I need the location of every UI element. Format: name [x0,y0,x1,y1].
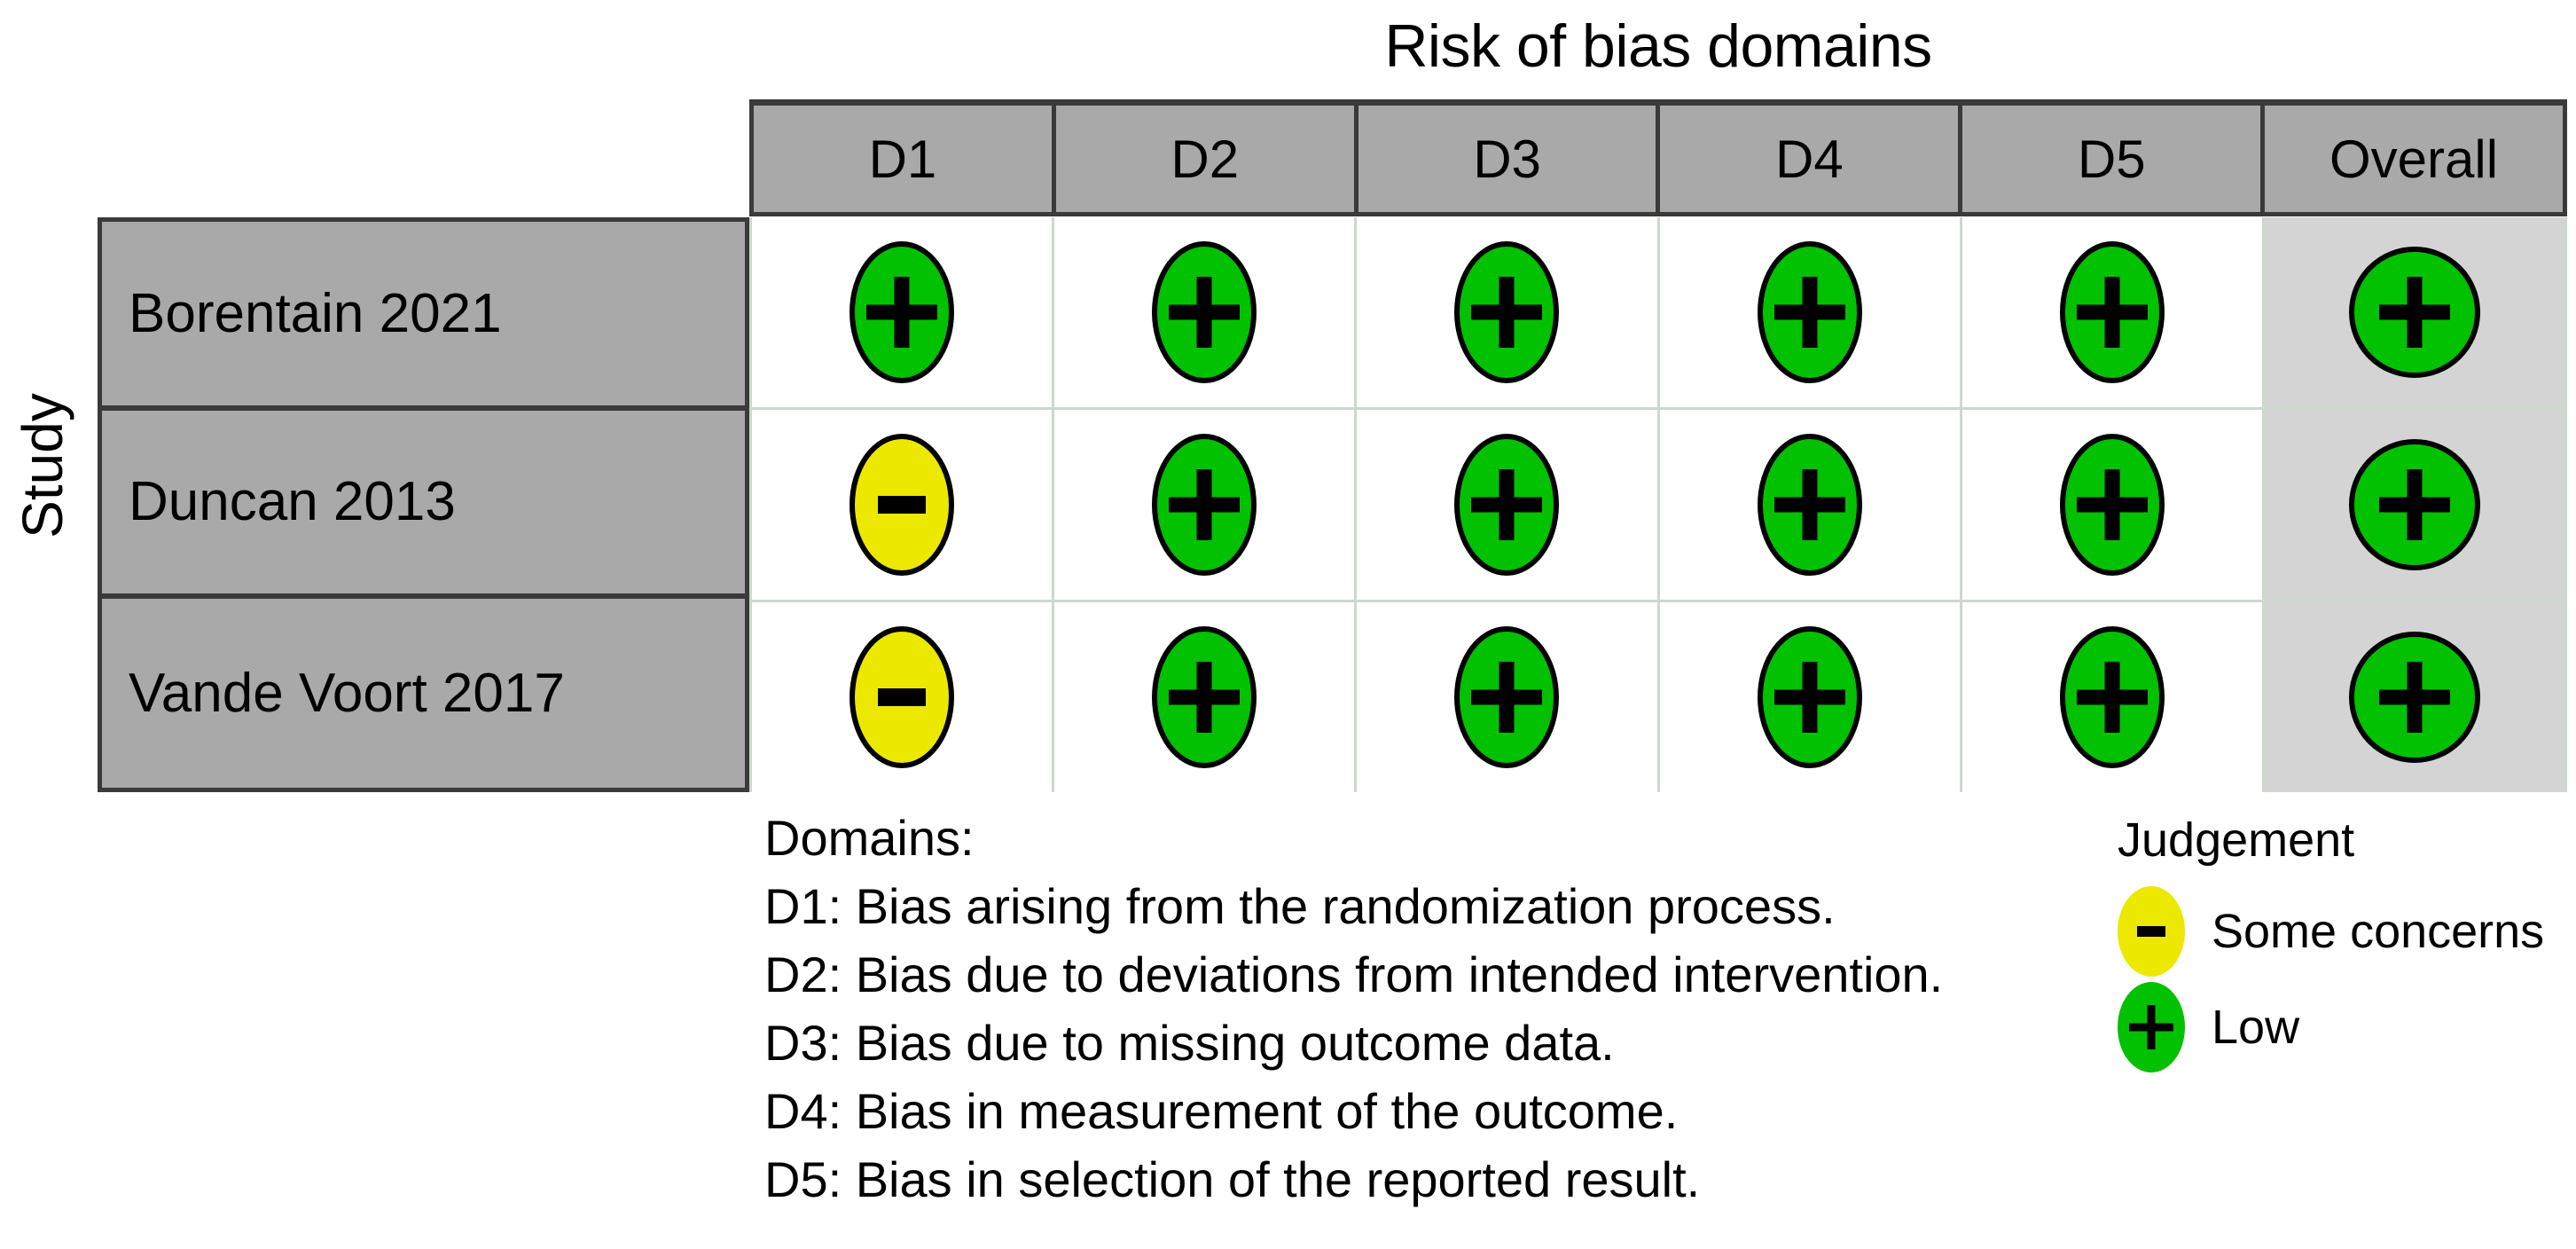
judgement-marker-low-icon [2348,439,2480,570]
study-label-column: Borentain 2021 Duncan 2013 Vande Voort 2… [98,217,749,792]
judgement-marker-low-icon [2059,241,2165,383]
judgement-marker-low-icon [2059,434,2165,576]
judgement-marker-low-icon [1454,626,1560,768]
y-axis-label: Study [11,393,74,538]
judgement-cell-borentain-2021-overall[interactable] [2264,217,2565,410]
domains-legend-item-d3: D3: Bias due to missing outcome data. [764,1015,1615,1071]
judgement-cell-vande-voort-2017-d5[interactable] [1962,602,2262,792]
judgement-legend-label-low: Low [2212,1001,2300,1054]
judgement-cell-vande-voort-2017-d1[interactable] [752,602,1052,792]
study-label-row-3: Vande Voort 2017 [102,599,745,788]
judgement-cell-duncan-2013-d4[interactable] [1659,410,1960,602]
judgement-cell-borentain-2021-d4[interactable] [1659,217,1960,410]
judgement-cell-vande-voort-2017-overall[interactable] [2265,602,2564,792]
judgement-cell-vande-voort-2017-d2[interactable] [1054,602,1354,792]
judgement-cell-borentain-2021-d2[interactable] [1054,217,1355,410]
judgement-cell-vande-voort-2017-d4[interactable] [1660,602,1960,792]
judgement-cell-borentain-2021-d5[interactable] [1961,217,2262,410]
judgement-legend: Judgement Some concerns Low [2118,809,2576,1075]
judgement-marker-low-icon [1152,241,1257,383]
study-label-row-1: Borentain 2021 [102,222,745,411]
judgement-legend-item-low: Low [2118,979,2576,1075]
judgement-marker-low-icon [850,241,955,383]
domains-legend-item-d1: D1: Bias arising from the randomization … [764,878,1836,934]
judgement-grid [749,217,2568,792]
judgement-legend-item-some-concerns: Some concerns [2118,884,2576,979]
judgement-column-d4 [1659,217,1962,792]
judgement-cell-borentain-2021-d1[interactable] [752,217,1053,410]
judgement-column-d2 [1054,217,1358,792]
domains-legend-item-d4: D4: Bias in measurement of the outcome. [764,1083,1679,1139]
judgement-marker-low-icon [1757,241,1862,383]
domains-legend-heading: Domains: [764,810,975,866]
judgement-cell-duncan-2013-d1[interactable] [752,410,1053,602]
judgement-column-d1 [749,217,1055,792]
judgement-marker-some-concerns-icon [850,626,955,768]
column-header-overall: Overall [2265,106,2567,216]
judgement-legend-label-some-concerns: Some concerns [2212,905,2545,958]
judgement-cell-duncan-2013-d5[interactable] [1961,410,2262,602]
judgement-column-overall [2264,217,2568,792]
judgement-marker-low-icon [1152,434,1257,576]
domains-legend-item-d2: D2: Bias due to deviations from intended… [764,947,1944,1002]
page-title: Risk of bias domains [1384,12,1932,80]
column-header-d3: D3 [1358,106,1661,216]
judgement-cell-borentain-2021-d3[interactable] [1357,217,1657,410]
judgement-marker-low-icon [1454,241,1560,383]
judgement-cell-duncan-2013-d2[interactable] [1054,410,1355,602]
judgement-marker-some-concerns-icon [2118,886,2185,977]
judgement-marker-low-icon [1454,434,1560,576]
study-label-row-2: Duncan 2013 [102,410,745,600]
judgement-marker-low-icon [2348,247,2480,378]
judgement-marker-low-icon [2118,982,2185,1072]
domain-header-row: D1 D2 D3 D4 D5 Overall [749,99,2567,216]
column-header-d1: D1 [749,106,1056,216]
judgement-marker-low-icon [2059,626,2165,768]
judgement-cell-duncan-2013-d3[interactable] [1357,410,1657,602]
judgement-legend-heading: Judgement [2118,813,2355,867]
judgement-marker-low-icon [1152,626,1257,768]
domains-legend: Domains: D1: Bias arising from the rando… [764,804,2094,1214]
domains-legend-item-d5: D5: Bias in selection of the reported re… [764,1151,1701,1207]
judgement-marker-some-concerns-icon [850,434,955,576]
judgement-column-d3 [1357,217,1660,792]
judgement-cell-duncan-2013-overall[interactable] [2264,410,2565,602]
judgement-marker-low-icon [1757,626,1862,768]
judgement-marker-low-icon [1757,434,1862,576]
judgement-column-d5 [1961,217,2265,792]
column-header-d5: D5 [1962,106,2266,216]
column-header-d2: D2 [1055,106,1358,216]
judgement-marker-low-icon [2348,632,2480,763]
judgement-cell-vande-voort-2017-d3[interactable] [1357,602,1656,792]
column-header-d4: D4 [1660,106,1963,216]
